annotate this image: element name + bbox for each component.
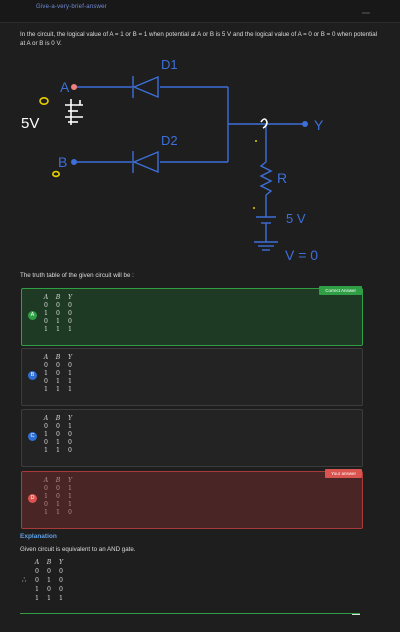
bottom-mark — [352, 614, 360, 615]
therefore-symbol: ∴ — [22, 576, 27, 584]
your-answer-badge: Your answer — [325, 469, 362, 478]
label-a: A — [60, 79, 70, 95]
option-a-letter: A — [28, 311, 37, 320]
question-text: In the circuit, the logical value of A =… — [20, 31, 378, 47]
circuit-diagram: A B D1 D2 Y R 5 V V = 0 5V — [21, 57, 324, 263]
truth-prompt: The truth table of the given circuit wil… — [20, 272, 134, 279]
bottom-divider — [20, 613, 360, 614]
option-b-letter: B — [28, 371, 37, 380]
label-b: B — [58, 154, 67, 170]
node-a-dot — [71, 84, 77, 90]
label-d1: D1 — [161, 57, 178, 72]
label-d2: D2 — [161, 133, 178, 148]
option-c-letter: C — [28, 432, 37, 441]
label-5v-handwritten: 5V — [21, 115, 39, 132]
label-r: R — [277, 170, 287, 186]
correct-answer-badge: Correct Answer — [319, 286, 362, 295]
node-y-dot — [302, 121, 308, 127]
option-d-letter: D — [28, 494, 37, 503]
node-b-dot — [71, 159, 77, 165]
explanation-text: Given circuit is equivalent to an AND ga… — [20, 546, 136, 553]
label-v0: V = 0 — [285, 247, 318, 263]
label-y: Y — [314, 117, 324, 133]
header-dots: · · — [100, 4, 106, 10]
label-5v: 5 V — [286, 211, 306, 226]
top-bar: Give-a-very-brief-answer · · — [0, 0, 400, 23]
header-marker — [362, 12, 370, 14]
breadcrumb[interactable]: Give-a-very-brief-answer — [36, 4, 107, 10]
explanation-title: Explanation — [20, 533, 57, 540]
